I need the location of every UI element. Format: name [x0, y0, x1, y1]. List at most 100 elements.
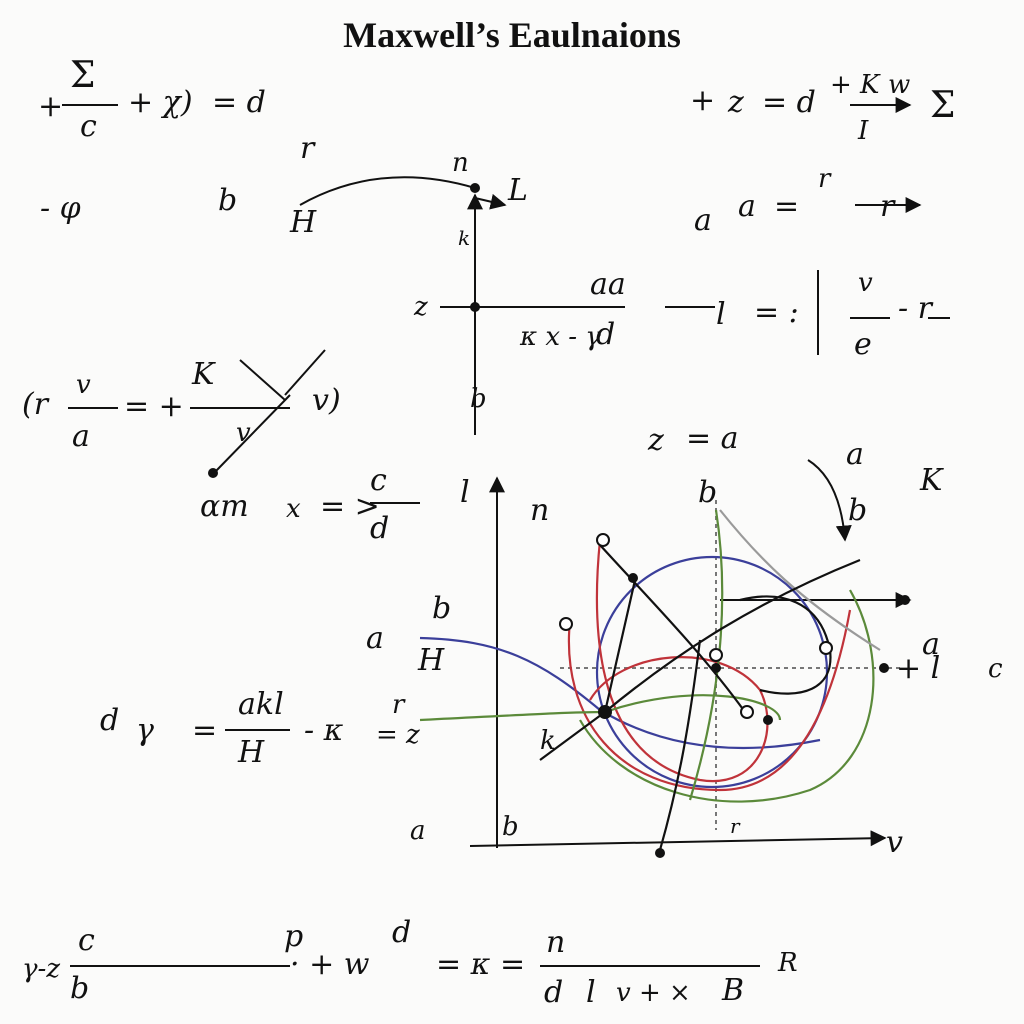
equation-symbol: r [392, 690, 405, 720]
equation-term: = > [320, 489, 380, 524]
green-curve [579, 589, 875, 803]
equation-symbol: H [238, 735, 265, 770]
blue-curve [419, 636, 821, 750]
equation-term: (r [22, 387, 49, 422]
black-curve [599, 544, 746, 713]
page-title: Maxwell’s Eaulnaions [343, 15, 681, 55]
black-curve [604, 558, 861, 713]
equation-term: - φ [40, 191, 81, 226]
equation-symbol: B [722, 973, 745, 1008]
equation-term: + K [830, 70, 880, 100]
gray-curve [719, 509, 881, 651]
node-dot [655, 848, 665, 858]
equation-term: = + [124, 389, 184, 424]
equation-symbol: K [192, 357, 215, 392]
equation-symbol: = [500, 947, 526, 982]
node-ring [709, 648, 723, 662]
diagram-label: b [698, 475, 718, 510]
node-dot [470, 183, 480, 193]
equation-symbol: z [728, 85, 744, 120]
equation-symbol: c [370, 463, 387, 498]
equation-symbol: p [284, 919, 304, 954]
equation-symbol: e [854, 327, 872, 362]
curved-arrow [299, 176, 476, 206]
node-dot [208, 468, 218, 478]
equation-symbol: x [286, 494, 301, 524]
red-curve [589, 539, 769, 783]
equation-symbol: γ [136, 713, 154, 748]
equation-symbol: v [236, 418, 251, 448]
node-ring [559, 617, 573, 631]
black-curve [658, 639, 702, 851]
top-diagram-dots [208, 183, 480, 478]
fraction-bars [62, 104, 950, 967]
equation-symbol: d [100, 703, 120, 738]
equation-symbol: d [596, 317, 616, 352]
equation-term: = d [762, 85, 816, 120]
node-dot [763, 715, 773, 725]
diagram-label: b [432, 591, 452, 626]
equation-symbol: d [392, 915, 412, 950]
axis-label: z [414, 292, 428, 322]
equation-term: = a [686, 421, 739, 456]
node-ring [819, 641, 833, 655]
axis-label: b [470, 384, 487, 414]
main-diagram-curves [419, 509, 881, 851]
equation-symbol: b [218, 183, 238, 218]
equation-term: = [774, 189, 800, 224]
equation-symbol: d [370, 511, 390, 546]
top-diagram [214, 97, 922, 473]
axis-label: l [460, 475, 470, 510]
equation-symbol: v [76, 370, 91, 400]
equation-symbol: c [80, 109, 97, 144]
arrow-l [474, 193, 507, 210]
equation-symbol: z [648, 423, 664, 458]
node-dot [711, 663, 721, 673]
equation-term: + χ) [128, 85, 193, 120]
equation-symbol: n [546, 925, 566, 960]
diagram-label: c [988, 654, 1003, 684]
equation-symbol: a [738, 189, 756, 224]
node-dot [900, 595, 910, 605]
main-diagram-axes [469, 459, 912, 848]
diagram-label: a [366, 621, 384, 656]
equation-term: κ x - γ [520, 322, 601, 352]
open-nodes [559, 533, 833, 719]
equation-term: = κ [436, 947, 491, 982]
diagram-label: k [540, 726, 556, 756]
axis-label: a [410, 816, 426, 846]
equation-term: - r [898, 291, 933, 326]
axis-label: k [458, 226, 471, 250]
equation-symbol: l [586, 975, 596, 1010]
diagonal-line [214, 394, 291, 473]
equation-symbol: r [818, 164, 831, 194]
diagram-label: n [530, 493, 550, 528]
equation-symbol: + [38, 89, 64, 124]
diagram-label: b [848, 493, 868, 528]
x-axis [469, 830, 887, 847]
equation-symbol: b [70, 971, 90, 1006]
equation-symbol: c [78, 923, 95, 958]
node-label: n [452, 148, 469, 178]
equation-symbol: + [690, 83, 716, 118]
equation-symbol: I [858, 116, 869, 146]
node-dot [879, 663, 889, 673]
diagonal-line [284, 349, 326, 396]
node-ring [740, 705, 754, 719]
equation-symbol: Σ [70, 55, 96, 96]
equation-term: = : [754, 295, 799, 330]
equation-term: γ-z [22, 954, 61, 984]
equation-symbol: = [192, 713, 218, 748]
axis-label: v [886, 825, 903, 860]
equation-symbol: v [858, 268, 873, 298]
axis-label: r [730, 814, 740, 838]
equation-term: - κ [304, 713, 344, 748]
equation-symbol: r [880, 189, 895, 224]
equation-symbol: a [72, 419, 90, 454]
node-label: L [508, 173, 528, 208]
equation-term: = z [376, 720, 420, 750]
equation-symbol: K [920, 463, 943, 498]
equation-symbol: l [716, 297, 726, 332]
diagram-label: + l [896, 651, 941, 686]
equation-term: αm [200, 489, 249, 524]
